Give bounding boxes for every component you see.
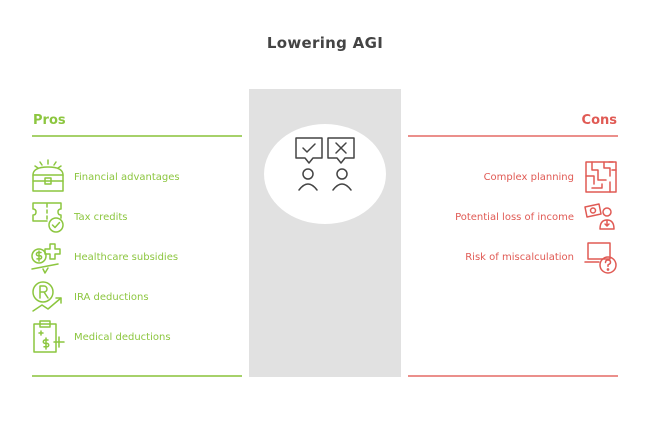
pro-item-medical-deductions: Medical deductions (30, 319, 171, 355)
cons-bottom-rule (408, 375, 618, 377)
pro-item-label: Tax credits (74, 211, 128, 223)
coin-health-icon (30, 239, 66, 275)
pros-bottom-rule (32, 375, 242, 377)
diagram-title: Lowering AGI (266, 34, 384, 52)
con-item-complex-planning: Complex planning (484, 159, 619, 195)
pro-item-healthcare-subsidies: Healthcare subsidies (30, 239, 178, 275)
maze-icon (583, 159, 619, 195)
pro-item-label: IRA deductions (74, 291, 149, 303)
coupon-check-icon (30, 199, 66, 235)
retirement-growth-icon (30, 279, 66, 315)
laptop-question-icon (583, 239, 619, 275)
con-item-risk-of-miscalculation: Risk of miscalculation (465, 239, 619, 275)
cons-heading: Cons (581, 113, 617, 128)
con-item-label: Complex planning (483, 171, 574, 183)
pro-item-tax-credits: Tax credits (30, 199, 127, 235)
money-loss-icon (583, 199, 619, 235)
center-circle (264, 124, 386, 224)
pro-item-financial-advantages: Financial advantages (30, 159, 180, 195)
pro-item-label: Financial advantages (74, 171, 180, 183)
con-item-label: Risk of miscalculation (465, 251, 574, 263)
con-item-label: Potential loss of income (455, 211, 574, 223)
cons-top-rule (408, 135, 618, 137)
con-item-potential-loss-of-income: Potential loss of income (455, 199, 619, 235)
pro-item-ira-deductions: IRA deductions (30, 279, 149, 315)
pros-cons-people-icon (292, 134, 358, 198)
pro-item-label: Healthcare subsidies (74, 251, 179, 263)
pros-heading: Pros (33, 113, 66, 128)
medical-bill-icon (30, 319, 66, 355)
pros-top-rule (32, 135, 242, 137)
treasure-chest-icon (30, 159, 66, 195)
pro-item-label: Medical deductions (74, 331, 171, 343)
